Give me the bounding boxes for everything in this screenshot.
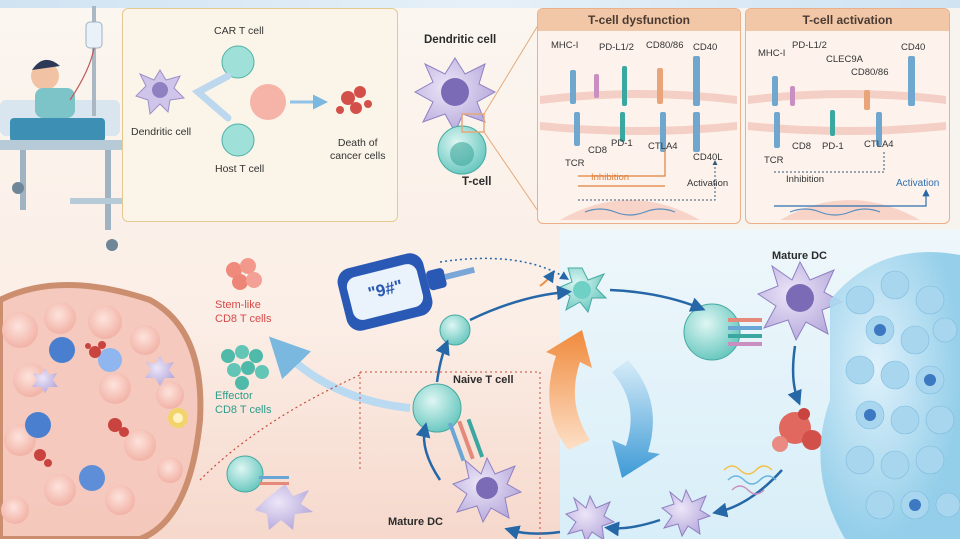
- activated-t-cell: [556, 267, 608, 314]
- dys-tcr-label: TCR: [565, 158, 585, 169]
- dys-cd40l-label: CD40L: [693, 152, 723, 163]
- orange-cycle-arrow: [546, 330, 592, 450]
- tcell-dc-contact: [683, 303, 741, 361]
- death-of-cancer-cells-label: Death of cancer cells: [330, 137, 386, 162]
- stem-like-cells-icon: [226, 258, 262, 290]
- dendritic-cell-label: Dendritic cell: [131, 126, 192, 138]
- car-t-panel: [122, 8, 398, 222]
- tcr-receptors-right: [728, 318, 762, 346]
- act-clec9a-label: CLEC9A: [826, 54, 863, 65]
- stem-like-cd8-label: Stem-like CD8 T cells: [215, 299, 272, 325]
- dys-mhc-label: MHC-I: [551, 40, 579, 51]
- act-cd8086-label: CD80/86: [851, 67, 889, 78]
- mature-dc-right-cell: [756, 260, 844, 342]
- dys-inhibition-label: Inhibition: [591, 172, 630, 183]
- dys-ctla4-label: CTLA4: [648, 141, 678, 152]
- center-dendritic-cell-label: Dendritic cell: [424, 34, 497, 46]
- infused-t-cell: [439, 314, 471, 346]
- act-tcr-label: TCR: [764, 155, 784, 166]
- dc-bottom-middle: [564, 494, 616, 539]
- t-cell-activation-panel: T-cell activation: [745, 8, 950, 224]
- tcr-receptors-center: [447, 418, 485, 462]
- tcell-dc-synapse-left: [226, 455, 313, 530]
- top-band: [0, 0, 960, 8]
- mature-dc-left-cell: [451, 456, 523, 524]
- activation-title: T-cell activation: [746, 9, 949, 31]
- act-cd8-label: CD8: [792, 141, 812, 152]
- act-cd40-label: CD40: [901, 42, 926, 53]
- center-dc-tcell-illustration: [413, 21, 541, 215]
- tumor-mass-illustration: [0, 282, 204, 539]
- host-t-cell-label: Host T cell: [215, 163, 265, 175]
- dysfunction-title: T-cell dysfunction: [538, 9, 740, 31]
- act-ctla4-label: CTLA4: [864, 139, 894, 150]
- act-pd1-label: PD-1: [822, 141, 844, 152]
- mature-dc-left-label: Mature DC: [388, 516, 444, 528]
- naive-t-cell: [412, 383, 462, 433]
- dc-bottom-right: [660, 488, 712, 538]
- lymph-node-illustration: [820, 252, 960, 539]
- dys-cd40-label: CD40: [693, 42, 718, 53]
- dys-pd1-label: PD-1: [611, 138, 633, 149]
- patient-bed-illustration: [0, 6, 130, 251]
- act-pdl-label: PD-L1/2: [792, 40, 827, 51]
- car-t-cell-label: CAR T cell: [214, 25, 264, 37]
- cycle-arrows: [199, 257, 802, 539]
- dys-pdl-label: PD-L1/2: [599, 42, 634, 53]
- effector-cells-icon: [221, 345, 269, 390]
- dys-activation-label: Activation: [687, 178, 729, 189]
- dys-cd8086-label: CD80/86: [646, 40, 684, 51]
- naive-t-cell-label: Naive T cell: [453, 374, 514, 386]
- mature-dc-right-label: Mature DC: [772, 250, 828, 262]
- dying-tumor-cell: [772, 408, 822, 452]
- dys-cd8-label: CD8: [588, 145, 608, 156]
- act-mhc-label: MHC-I: [758, 48, 786, 59]
- act-inhibition-label: Inhibition: [786, 174, 825, 185]
- center-t-cell-label: T-cell: [462, 176, 492, 188]
- blood-bag-illustration: [337, 253, 475, 331]
- blue-cycle-arrow: [612, 360, 660, 478]
- effector-cd8-label: Effector CD8 T cells: [215, 390, 272, 416]
- cytokine-squiggles: [723, 465, 777, 495]
- act-activation-label: Activation: [896, 178, 940, 189]
